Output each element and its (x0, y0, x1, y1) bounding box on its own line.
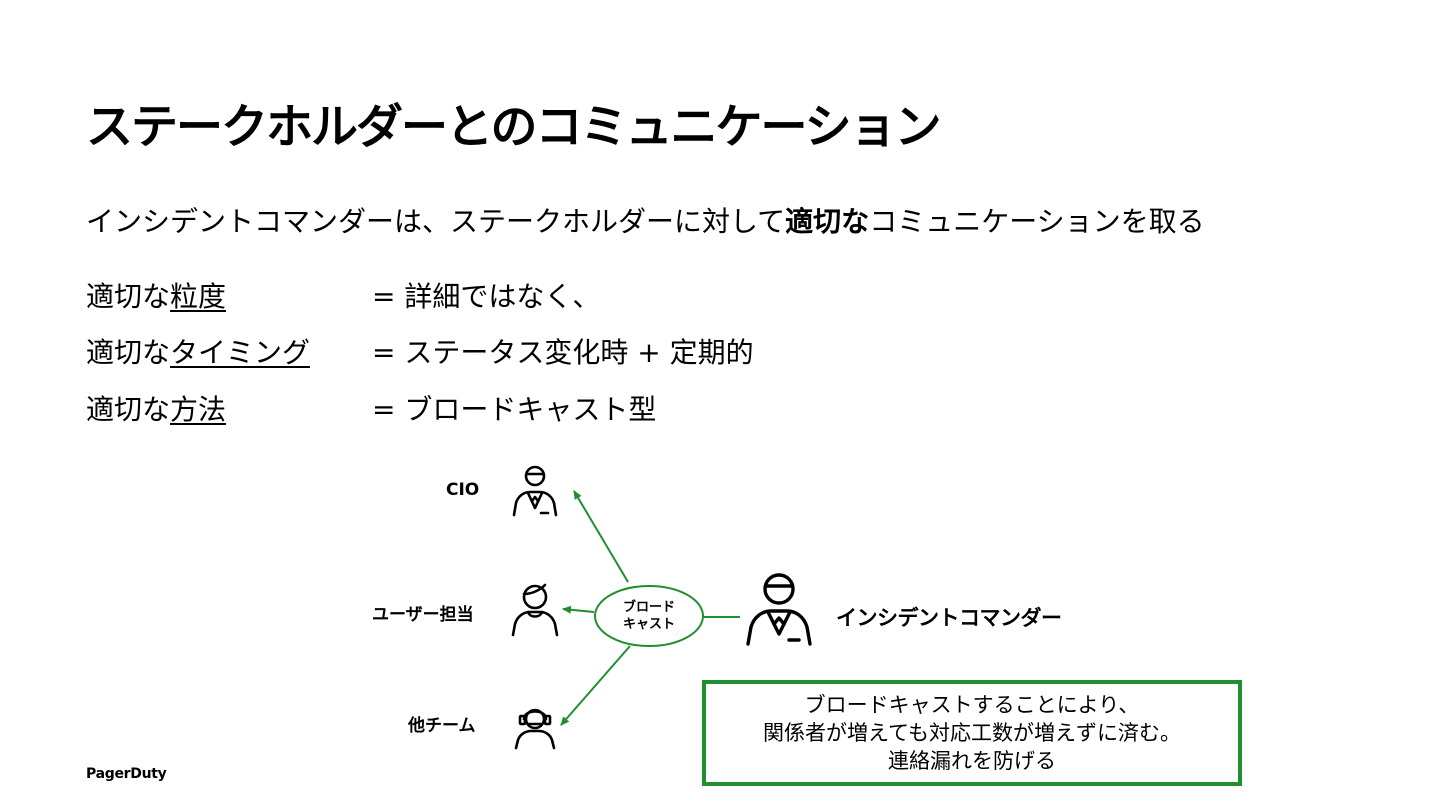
note-line1: ブロードキャストすることにより、 (804, 693, 1140, 717)
footer-brand: PagerDuty (86, 766, 167, 782)
item-prefix: 適切な (86, 280, 171, 313)
arrow-to-cio (573, 490, 629, 583)
lead-text-after: コミュニケーションを取る (869, 205, 1205, 238)
item-term: 粒度 (170, 280, 227, 313)
broadcast-label-line2: キャスト (622, 617, 675, 632)
user-rep-person-icon (511, 583, 559, 637)
note-box: ブロードキャストすることにより、 関係者が増えても対応工数が増えずに済む。 連絡… (702, 680, 1242, 786)
lead-text-before: インシデントコマンダーは、ステークホルダーに対して (86, 205, 786, 238)
commander-person-tie-icon (746, 573, 812, 646)
item-label-timing: 適切なタイミング (86, 333, 310, 373)
lead-emphasis: 適切な (785, 205, 870, 238)
item-label-granularity: 適切な粒度 (86, 277, 226, 317)
note-line3: 連絡漏れを防げる (888, 749, 1056, 773)
item-prefix: 適切な (86, 393, 171, 426)
arrow-to-user-rep (562, 605, 595, 614)
cio-person-tie-icon (512, 465, 558, 517)
stakeholder-label-user-rep: ユーザー担当 (372, 605, 474, 625)
item-prefix: 適切な (86, 336, 171, 369)
item-value-granularity: = 詳細ではなく、 (372, 280, 601, 313)
note-line2: 関係者が増えても対応工数が増えずに済む。 (763, 721, 1181, 745)
item-value-method: = ブロードキャスト型 (372, 393, 657, 426)
stakeholder-label-cio: CIO (446, 480, 480, 500)
broadcast-label-line1: ブロード (622, 600, 675, 615)
item-label-method: 適切な方法 (86, 390, 226, 430)
stakeholder-label-other-team: 他チーム (408, 716, 476, 736)
item-term: 方法 (170, 393, 227, 426)
item-value-timing: = ステータス変化時 + 定期的 (372, 336, 754, 369)
commander-label: インシデントコマンダー (836, 606, 1062, 630)
arrow-to-other-team (560, 645, 631, 726)
item-term: タイミング (170, 336, 311, 369)
broadcast-bubble: ブロード キャスト (595, 586, 703, 646)
lead-sentence: インシデントコマンダーは、ステークホルダーに対して適切なコミュニケーションを取る (86, 202, 1205, 242)
other-team-headset-icon (514, 708, 556, 750)
slide-title: ステークホルダーとのコミュニケーション (86, 100, 942, 155)
